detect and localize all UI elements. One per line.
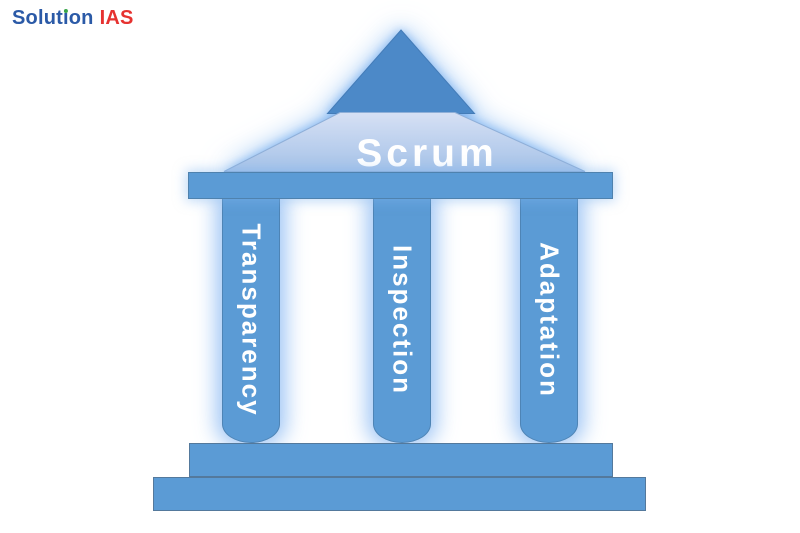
pillar-transparency-label: Transparency xyxy=(236,223,267,417)
base-step-lower xyxy=(153,477,646,511)
base-step-upper xyxy=(189,443,613,477)
brand-name-blue: Solutıon xyxy=(12,7,94,29)
pillar-adaptation: Adaptation xyxy=(520,198,578,443)
brand-green-dot-i: ı xyxy=(63,7,69,29)
entablature-beam xyxy=(188,172,613,199)
roof-label: Scrum xyxy=(356,132,497,175)
brand-text-pre: Solut xyxy=(12,7,63,29)
roof-apex-triangle xyxy=(326,29,476,114)
brand-name-red: IAS xyxy=(99,7,134,29)
pillar-transparency: Transparency xyxy=(222,198,280,443)
pillar-inspection: Inspection xyxy=(373,198,431,443)
pillar-adaptation-label: Adaptation xyxy=(534,242,565,398)
pillar-inspection-label: Inspection xyxy=(387,244,418,396)
roof-trapezoid xyxy=(223,112,586,172)
brand-text-post: on xyxy=(68,7,94,29)
